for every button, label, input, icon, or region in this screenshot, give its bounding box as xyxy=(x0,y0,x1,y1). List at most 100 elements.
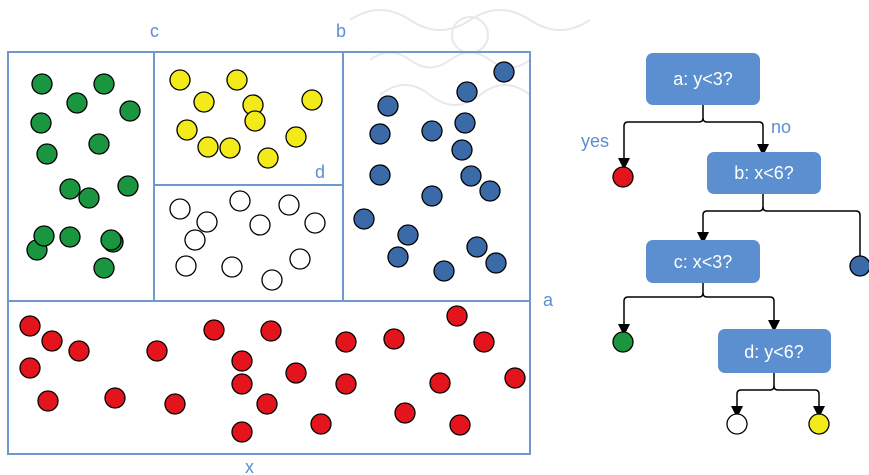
point-red xyxy=(231,421,253,443)
point-red xyxy=(504,367,526,389)
point-blue xyxy=(433,260,455,282)
data-points xyxy=(19,61,526,443)
point-red xyxy=(19,315,41,337)
point-blue xyxy=(493,61,515,83)
tree-node-b-label: b: x<6? xyxy=(734,163,794,183)
point-blue xyxy=(421,185,443,207)
point-green xyxy=(59,226,81,248)
point-red xyxy=(473,331,495,353)
leaf-red xyxy=(612,166,634,188)
point-red xyxy=(19,357,41,379)
point-red xyxy=(231,373,253,395)
point-red xyxy=(41,330,63,352)
edge-a-yes xyxy=(618,105,704,170)
axis-label-x: x xyxy=(245,457,254,475)
split-label-c: c xyxy=(150,21,159,41)
point-blue xyxy=(377,95,399,117)
point-red xyxy=(335,331,357,353)
decision-tree: yes no a: y<3? b: x<6? c: x<3? d: y<6? xyxy=(581,53,869,435)
point-blue xyxy=(451,139,473,161)
point-white xyxy=(169,198,191,220)
point-blue xyxy=(369,164,391,186)
point-red xyxy=(37,390,59,412)
point-red xyxy=(68,340,90,362)
point-red xyxy=(394,402,416,424)
point-yellow xyxy=(193,91,215,113)
point-blue xyxy=(353,208,375,230)
point-yellow xyxy=(219,137,241,159)
point-yellow xyxy=(301,89,323,111)
point-red xyxy=(446,305,468,327)
point-yellow xyxy=(244,110,266,132)
edge-a-no xyxy=(702,117,769,156)
point-green xyxy=(93,257,115,279)
point-green xyxy=(33,225,55,247)
split-label-b: b xyxy=(336,21,346,41)
edge-b-yes xyxy=(697,193,764,244)
tree-node-d-label: d: y<6? xyxy=(744,342,804,362)
leaf-blue xyxy=(849,255,869,277)
point-red xyxy=(231,350,253,372)
point-red xyxy=(164,393,186,415)
point-red xyxy=(335,373,357,395)
feature-space-partition: c b d a x xyxy=(7,21,554,475)
tree-node-c-label: c: x<3? xyxy=(674,252,733,272)
point-red xyxy=(203,319,225,341)
split-label-d: d xyxy=(315,162,325,182)
point-blue xyxy=(421,120,443,142)
edge-c-no xyxy=(702,292,780,332)
point-green xyxy=(30,112,52,134)
point-white xyxy=(221,256,243,278)
point-yellow xyxy=(226,69,248,91)
edge-d-no xyxy=(773,385,825,418)
point-white xyxy=(261,269,283,291)
point-red xyxy=(285,362,307,384)
point-white xyxy=(229,190,251,212)
point-white xyxy=(304,212,326,234)
point-green xyxy=(36,143,58,165)
tree-node-d: d: y<6? xyxy=(718,329,831,373)
point-white xyxy=(249,214,271,236)
tree-node-a: a: y<3? xyxy=(646,53,760,105)
leaf-white xyxy=(726,413,748,435)
split-label-a: a xyxy=(543,290,554,310)
edge-label-yes: yes xyxy=(581,131,609,151)
tree-node-a-label: a: y<3? xyxy=(673,69,733,89)
point-yellow xyxy=(176,119,198,141)
point-green xyxy=(100,229,122,251)
point-blue xyxy=(397,224,419,246)
partition-border xyxy=(7,51,531,455)
point-green xyxy=(119,100,141,122)
point-yellow xyxy=(285,126,307,148)
point-yellow xyxy=(257,147,279,169)
point-blue xyxy=(479,180,501,202)
point-red xyxy=(256,393,278,415)
point-red xyxy=(104,387,126,409)
point-white xyxy=(175,255,197,277)
point-green xyxy=(117,175,139,197)
point-blue xyxy=(456,81,478,103)
point-green xyxy=(78,187,100,209)
point-green xyxy=(66,92,88,114)
point-green xyxy=(88,133,110,155)
point-red xyxy=(310,413,332,435)
tree-node-c: c: x<3? xyxy=(646,240,760,283)
point-blue xyxy=(454,112,476,134)
point-red xyxy=(383,328,405,350)
point-blue xyxy=(369,123,391,145)
point-yellow xyxy=(197,136,219,158)
point-yellow xyxy=(169,69,191,91)
point-blue xyxy=(485,252,507,274)
point-white xyxy=(196,211,218,233)
point-red xyxy=(429,372,451,394)
point-green xyxy=(93,73,115,95)
tree-node-b: b: x<6? xyxy=(707,152,821,194)
leaf-yellow xyxy=(808,413,830,435)
point-white xyxy=(278,194,300,216)
point-green xyxy=(59,178,81,200)
point-blue xyxy=(460,165,482,187)
point-red xyxy=(260,320,282,342)
point-white xyxy=(184,229,206,251)
point-green xyxy=(31,73,53,95)
